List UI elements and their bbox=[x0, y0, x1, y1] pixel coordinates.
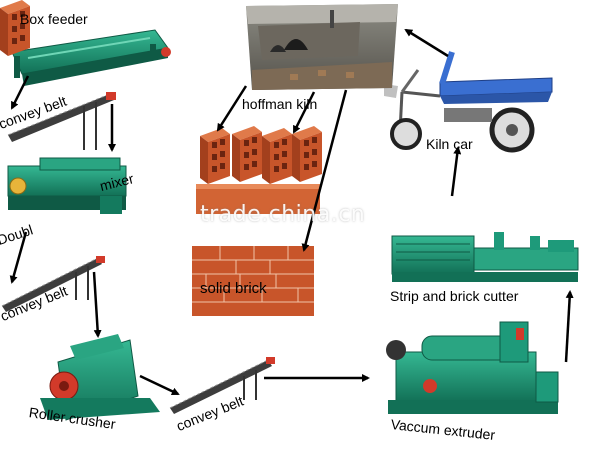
arrow-crusher-to-belt bbox=[139, 374, 180, 396]
arrow-kilncar-to-kiln bbox=[404, 28, 449, 58]
kiln-car-vehicle bbox=[384, 51, 553, 153]
label-strip-and-brick-cutter: Strip and brick cutter bbox=[390, 288, 519, 304]
arrow-kiln-to-hollow-left bbox=[216, 85, 248, 132]
hoffman-kiln-photo bbox=[246, 4, 398, 90]
vacuum-extruder-machine bbox=[386, 321, 559, 414]
label-hoffman-kiln: hoffman kiln bbox=[242, 96, 318, 112]
solid-brick-image bbox=[192, 246, 314, 316]
watermark: trade.china.cn bbox=[200, 202, 366, 227]
label-kiln-car: Kiln car bbox=[426, 136, 473, 152]
convey-belt-2 bbox=[1, 256, 105, 312]
convey-belt-3 bbox=[169, 357, 275, 414]
double-shaft-mixer bbox=[7, 157, 127, 214]
roller-crusher-machine bbox=[40, 334, 160, 421]
label-box-feeder: Box feeder bbox=[20, 11, 88, 27]
arrow-feeder-to-belt bbox=[10, 75, 30, 110]
arrow-kiln-to-solid bbox=[301, 89, 348, 252]
label-solid-brick: solid brick bbox=[200, 280, 267, 297]
arrow-extruder-to-cutter bbox=[564, 290, 574, 363]
arrow-kiln-to-hollow-right bbox=[292, 91, 316, 134]
arrow-cutter-to-kilncar bbox=[450, 146, 462, 197]
arrow-mixer-to-belt bbox=[9, 231, 28, 284]
box-feeder-machine bbox=[11, 29, 171, 86]
strip-and-brick-cutter-machine bbox=[391, 232, 579, 282]
convey-belt-1 bbox=[7, 92, 116, 150]
arrow-belt-to-crusher bbox=[92, 271, 102, 338]
flow-arrows bbox=[9, 28, 574, 396]
hollow-bricks-image bbox=[0, 0, 322, 214]
